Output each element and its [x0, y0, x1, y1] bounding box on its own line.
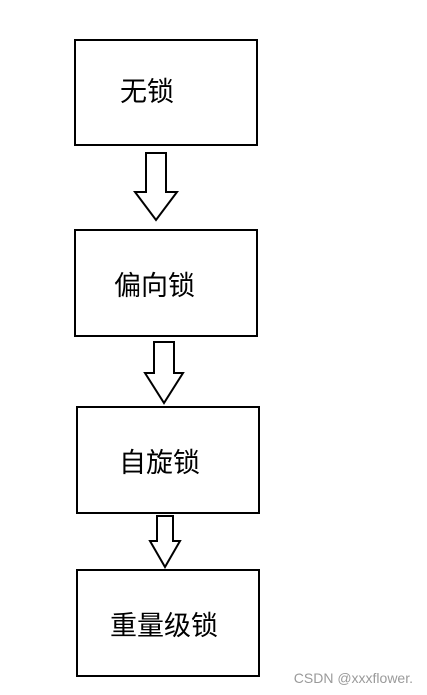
node-no-lock: 无锁 [74, 39, 258, 146]
node-heavyweight-lock: 重量级锁 [76, 569, 260, 677]
node-biased-lock: 偏向锁 [74, 229, 258, 337]
node-no-lock-label: 无锁 [120, 77, 174, 108]
node-spin-lock-label: 自旋锁 [119, 448, 200, 479]
node-heavyweight-lock-label: 重量级锁 [110, 611, 218, 642]
watermark: CSDN @xxxflower. [293, 670, 413, 686]
node-biased-lock-label: 偏向锁 [114, 271, 195, 302]
arrow-down-icon [133, 152, 179, 222]
arrow-down-icon [148, 515, 182, 570]
node-spin-lock: 自旋锁 [76, 406, 260, 514]
arrow-down-icon [143, 341, 185, 405]
